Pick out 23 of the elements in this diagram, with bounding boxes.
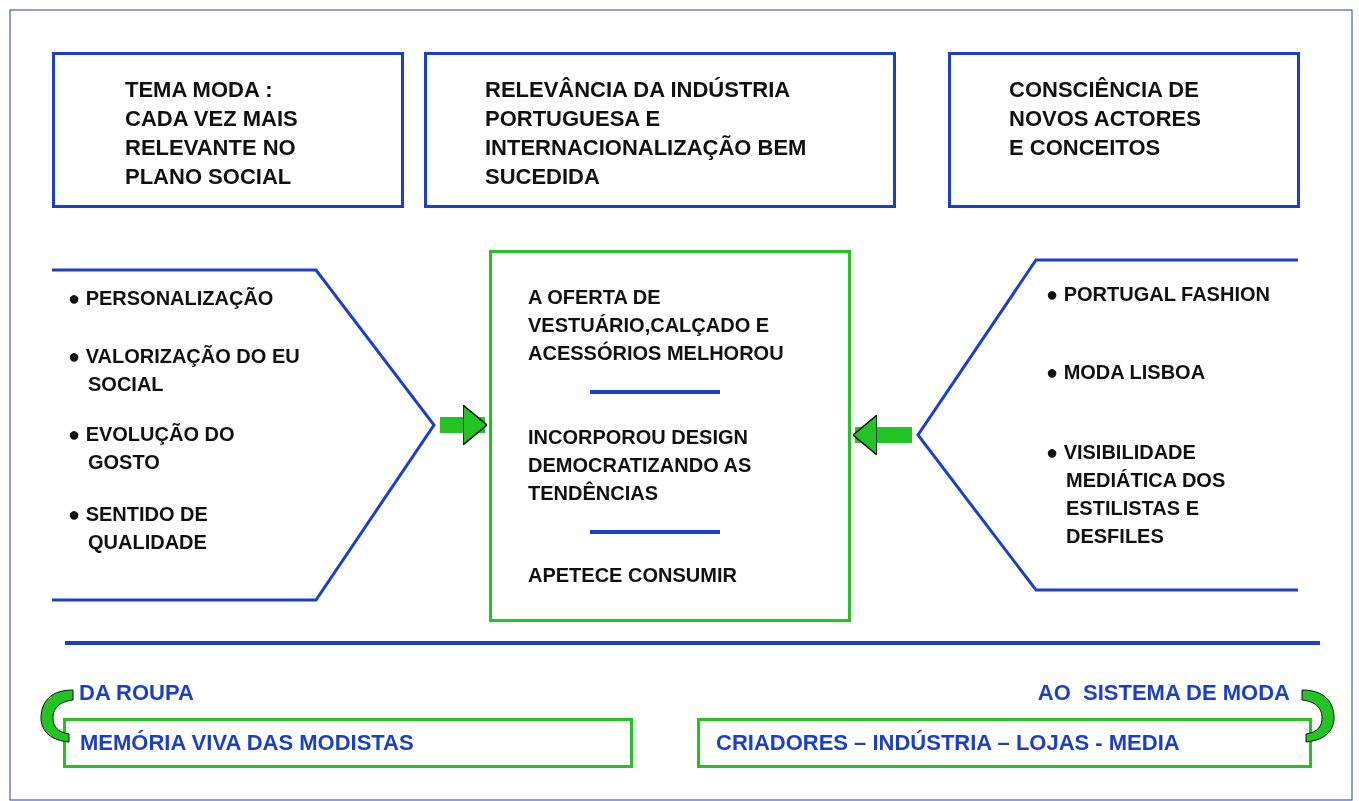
text-box <box>424 52 896 208</box>
text-box <box>489 250 851 622</box>
bullet-item: ● MODA LISBOA <box>1046 360 1207 385</box>
block-arrow <box>440 404 488 446</box>
text-box <box>52 52 404 208</box>
box-text: APETECE CONSUMIR <box>528 563 738 588</box>
block-arrow <box>852 414 912 456</box>
box-text: INCORPOROU DESIGN DEMOCRATIZANDO AS TENDÊNCIAS <box>528 425 753 506</box>
bullet-item: ● PORTUGAL FASHION <box>1046 282 1271 307</box>
text-panel: CRIADORES – INDÚSTRIA – LOJAS - MEDIA <box>697 718 1312 768</box>
text-panel: MEMÓRIA VIVA DAS MODISTAS <box>63 718 633 768</box>
heading: DA ROUPA <box>79 679 195 707</box>
bullet-item: ● SENTIDO DE QUALIDADE <box>68 502 209 555</box>
bullet-item: ● VISIBILIDADE MEDIÁTICA DOS ESTILISTAS E DESFILES <box>1046 440 1227 549</box>
box-text: CONSCIÊNCIA DE NOVOS ACTORES E CONCEITOS <box>1009 76 1202 162</box>
bullet-item: ● PERSONALIZAÇÃO <box>68 286 275 311</box>
box-text: A OFERTA DE VESTUÁRIO,CALÇADO E ACESSÓRIOS MELHOROU <box>528 285 785 366</box>
box-text: RELEVÂNCIA DA INDÚSTRIA PORTUGUESA E INTERNACIONALIZAÇÃO BEM SUCEDIDA <box>485 76 808 191</box>
heading: AO SISTEMA DE MODA <box>1036 679 1290 707</box>
bullet-item: ● EVOLUÇÃO DO GOSTO <box>68 422 236 475</box>
bullet-item: ● VALORIZAÇÃO DO EU SOCIAL <box>68 344 301 397</box>
box-text: TEMA MODA : CADA VEZ MAIS RELEVANTE NO PLANO SOCIAL <box>125 76 299 191</box>
text-box <box>948 52 1300 208</box>
